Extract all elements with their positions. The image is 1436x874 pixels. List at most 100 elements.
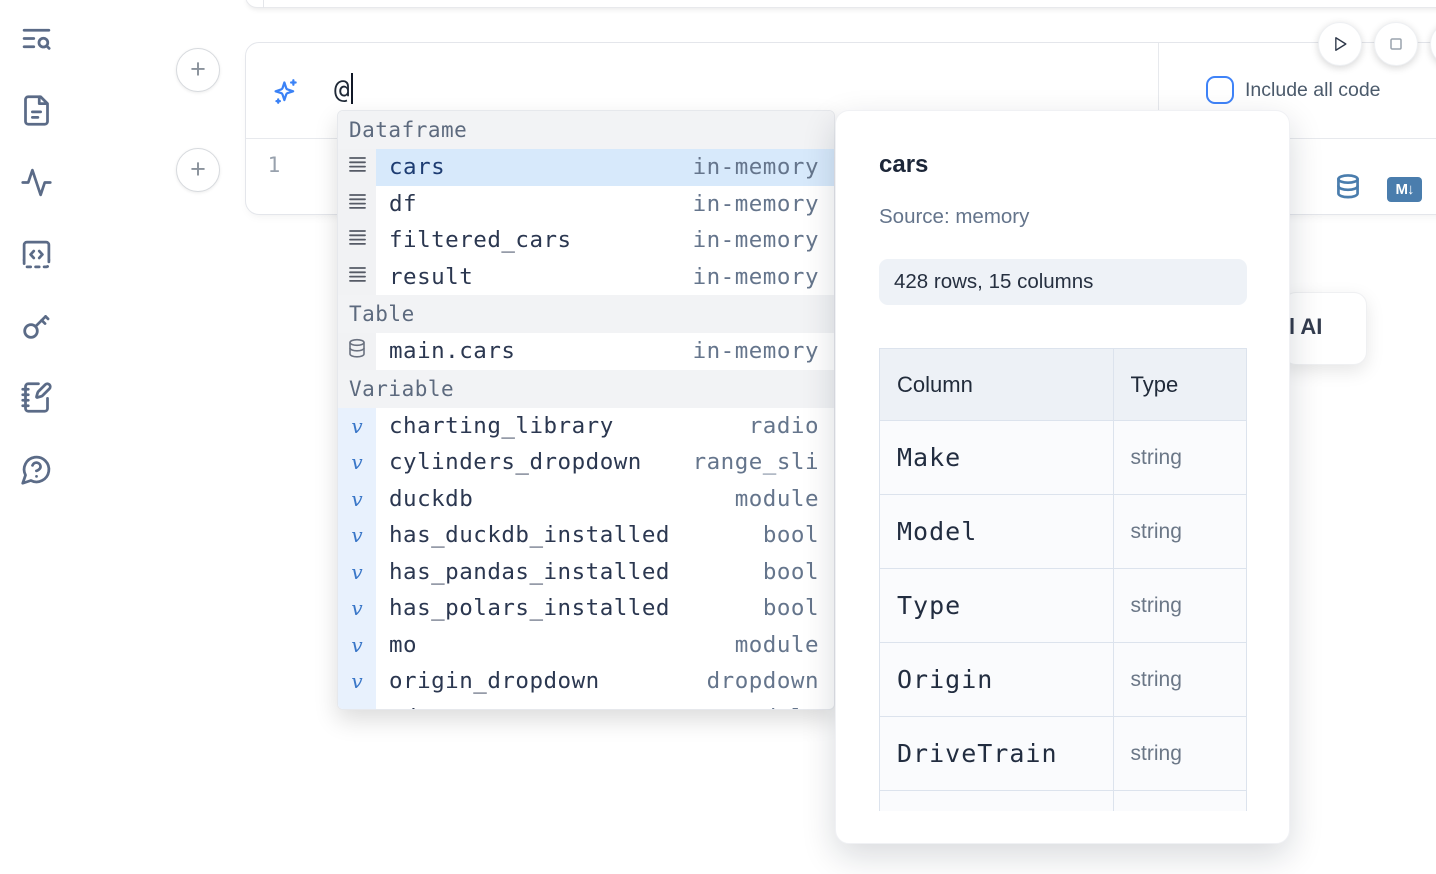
- run-cell-button[interactable]: [1318, 22, 1362, 66]
- previous-cell-bottom-edge: [245, 0, 1436, 8]
- autocomplete-section-header: Variable: [338, 369, 834, 408]
- schema-table-header: Type: [1112, 348, 1248, 421]
- dataframe-lines-icon: [338, 222, 376, 259]
- schema-table-row: Type string: [879, 568, 1248, 643]
- item-type: radio: [748, 412, 819, 439]
- variable-icon: v: [338, 590, 376, 627]
- item-type: in-memory: [692, 338, 819, 365]
- typed-text: @: [334, 75, 350, 105]
- stop-button[interactable]: [1374, 22, 1418, 66]
- column-type: string: [1130, 519, 1182, 543]
- item-name: has_pandas_installed: [389, 558, 670, 585]
- preview-source: Source: memory: [879, 205, 1030, 228]
- variable-icon: v: [338, 553, 376, 590]
- preview-title: cars: [879, 151, 929, 178]
- markdown-convert-icon[interactable]: M↓: [1387, 177, 1422, 202]
- item-type: bool: [762, 558, 819, 585]
- column-name: DriveTrain: [897, 739, 1058, 768]
- prompt-divider-vertical: [1158, 43, 1159, 138]
- preview-shape-badge: 428 rows, 15 columns: [879, 259, 1247, 305]
- column-name: Origin: [897, 665, 994, 694]
- column-name: Type: [897, 591, 962, 620]
- key-icon[interactable]: [20, 309, 53, 342]
- item-name: df: [389, 190, 418, 217]
- item-type: in-memory: [692, 190, 819, 217]
- schema-table-row-clipped: [879, 790, 1248, 811]
- item-type: in-memory: [692, 263, 819, 290]
- item-type: module: [734, 631, 819, 658]
- autocomplete-section-header: Table: [338, 295, 834, 333]
- database-icon: [338, 333, 376, 370]
- activity-icon[interactable]: [20, 166, 53, 199]
- item-type: range_sli: [692, 449, 819, 476]
- cell-action-buttons: M↓: [1334, 173, 1422, 206]
- variable-icon: v: [338, 407, 376, 444]
- item-name: result: [389, 263, 474, 290]
- variable-icon: v: [338, 480, 376, 517]
- variable-icon: v: [338, 444, 376, 481]
- item-type: dropdown: [706, 668, 819, 695]
- schema-table-row: Origin string: [879, 642, 1248, 717]
- autocomplete-section-header: Dataframe: [338, 111, 834, 149]
- item-name: cars: [389, 154, 446, 181]
- variable-icon: v: [338, 517, 376, 554]
- add-cell-above-button[interactable]: +: [176, 48, 220, 92]
- item-type: in-memory: [692, 227, 819, 254]
- schema-table-header: Column: [879, 348, 1114, 421]
- include-all-code-label: Include all code: [1245, 78, 1381, 101]
- autocomplete-item[interactable]: vpdmodule: [338, 699, 834, 709]
- item-name: duckdb: [389, 485, 474, 512]
- item-name: main.cars: [389, 338, 516, 365]
- dataframe-lines-icon: [338, 258, 376, 295]
- scratchpad-icon[interactable]: [20, 381, 53, 414]
- autocomplete-item[interactable]: result in-memory: [338, 258, 834, 295]
- column-type: string: [1130, 593, 1182, 617]
- add-cell-below-button[interactable]: +: [176, 148, 220, 192]
- column-type: string: [1130, 445, 1182, 469]
- item-name: has_duckdb_installed: [389, 522, 670, 549]
- line-number: 1: [267, 153, 281, 177]
- item-name: has_polars_installed: [389, 595, 670, 622]
- code-snippets-icon[interactable]: [20, 238, 53, 271]
- dataframe-lines-icon: [338, 185, 376, 222]
- include-all-code-control[interactable]: Include all code: [1206, 76, 1381, 104]
- ai-button-card[interactable]: l AI: [1283, 292, 1367, 365]
- column-type: string: [1130, 741, 1182, 765]
- autocomplete-item[interactable]: filtered_cars in-memory: [338, 222, 834, 259]
- item-type: in-memory: [692, 154, 819, 181]
- schema-table-row: DriveTrain string: [879, 716, 1248, 791]
- text-cursor: [350, 73, 353, 104]
- dataframe-preview-panel: cars Source: memory 428 rows, 15 columns…: [835, 110, 1290, 844]
- item-name: mo: [389, 631, 418, 658]
- autocomplete-item[interactable]: df in-memory: [338, 185, 834, 222]
- help-icon[interactable]: [20, 453, 53, 486]
- cell-edge-divider: [263, 0, 264, 8]
- dataframe-lines-icon: [338, 149, 376, 186]
- ai-prompt-input[interactable]: @: [334, 73, 353, 105]
- sql-database-icon[interactable]: [1334, 173, 1362, 206]
- file-icon[interactable]: [20, 94, 53, 127]
- ai-sparkles-icon: [272, 78, 299, 105]
- variable-icon: v: [338, 699, 376, 709]
- item-name: filtered_cars: [389, 227, 572, 254]
- autocomplete-item[interactable]: v has_pandas_installed bool: [338, 553, 834, 590]
- variable-icon: v: [338, 626, 376, 663]
- autocomplete-item[interactable]: cars in-memory: [338, 149, 834, 186]
- include-all-code-checkbox[interactable]: [1206, 76, 1234, 104]
- autocomplete-item[interactable]: main.cars in-memory: [338, 333, 834, 370]
- left-sidebar: [0, 0, 72, 874]
- text-search-icon[interactable]: [20, 22, 53, 55]
- column-type: string: [1130, 667, 1182, 691]
- variable-icon: v: [338, 663, 376, 700]
